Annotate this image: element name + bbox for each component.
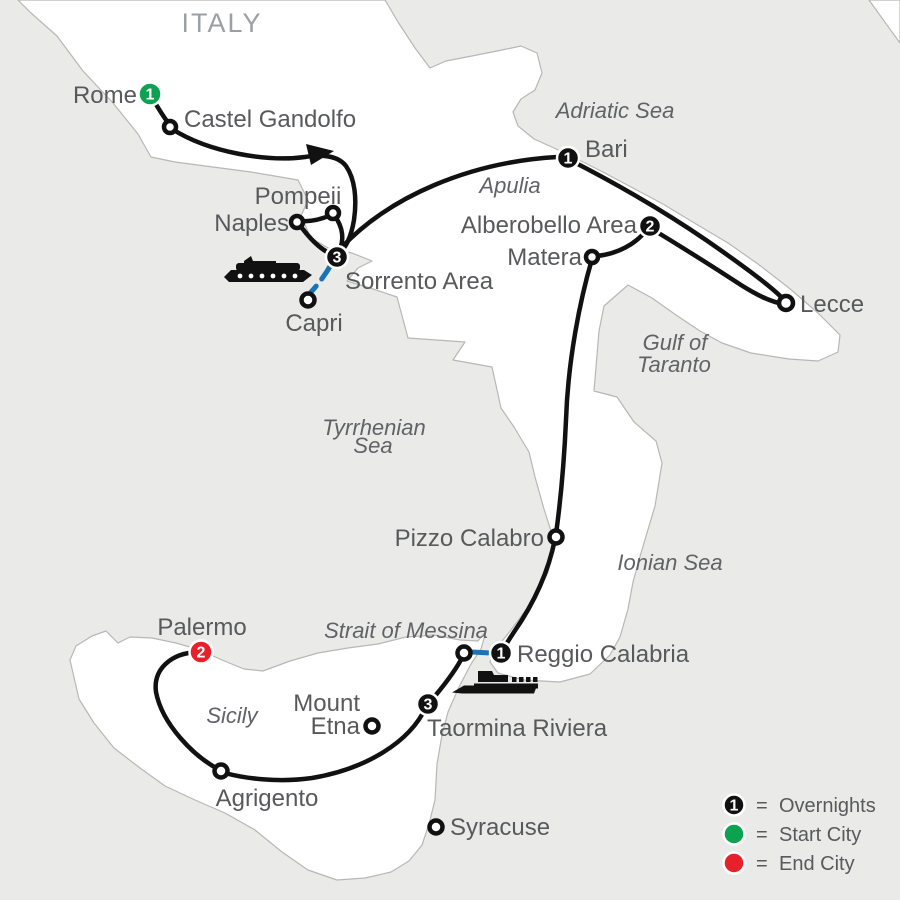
city-label-agrigento: Agrigento: [216, 785, 319, 812]
ferry-cabin: [478, 671, 508, 682]
region-label-apulia: Apulia: [477, 173, 540, 198]
city-label-reggio-calabria: Reggio Calabria: [517, 641, 690, 668]
stop-marker-lecce: [776, 293, 796, 313]
region-label-sicily: Sicily: [206, 703, 259, 728]
stop-marker-naples: [288, 213, 306, 231]
coastline-sicily: [69, 630, 487, 881]
svg-text:3: 3: [424, 697, 433, 714]
sea-label-tyrrhenian-line1: Tyrrhenian: [322, 415, 426, 440]
city-label-mount-etna-line1: Mount: [293, 690, 360, 717]
city-label-palermo: Palermo: [157, 614, 246, 641]
city-label-alberobello: Alberobello Area: [461, 212, 638, 239]
stop-marker-messina: [455, 644, 473, 662]
route-bari-lecce: [567, 157, 788, 304]
ferry-hull: [224, 270, 312, 282]
city-label-pompeii: Pompeii: [255, 183, 342, 210]
route-agrigento-palermo: [153, 649, 223, 773]
direction-arrow-icon: [306, 144, 334, 165]
city-label-sorrento: Sorrento Area: [345, 268, 494, 295]
legend-eq-overnights: =: [756, 795, 768, 817]
legend-row-end-city: = End City: [722, 851, 855, 875]
map-legend: 1 = Overnights = Start City = End City: [722, 793, 876, 875]
sea-label-tyrrhenian-line2: Sea: [353, 433, 392, 458]
overnight-marker-reggio: 1: [488, 640, 514, 666]
route-taormina-agrigento: [222, 704, 429, 783]
legend-row-overnights: 1 = Overnights: [722, 793, 876, 817]
legend-end-city-marker: [722, 851, 746, 875]
overnight-marker-sorrento: 3: [324, 244, 350, 270]
legend-label-overnights: Overnights: [779, 795, 876, 817]
city-label-naples: Naples: [214, 210, 289, 237]
stop-marker-matera: [583, 248, 601, 266]
start-marker-rome: 1: [137, 81, 163, 107]
stop-marker-castel-gandolfo: [161, 118, 179, 136]
legend-eq-start: =: [756, 824, 768, 846]
city-label-mount-etna-line2: Etna: [311, 713, 361, 740]
sea-label-adriatic: Adriatic Sea: [554, 98, 675, 123]
city-label-castel-gandolfo: Castel Gandolfo: [184, 106, 356, 133]
end-marker-palermo: 2: [188, 639, 214, 665]
route-sorrento-bari: [338, 154, 560, 251]
city-label-pizzo-calabro: Pizzo Calabro: [395, 525, 544, 552]
sea-label-ionian: Ionian Sea: [617, 550, 722, 575]
stop-marker-capri: [299, 291, 317, 309]
coastline-mainland-italy: [17, 0, 841, 683]
legend-eq-end: =: [756, 853, 768, 875]
stop-marker-pizzo-calabro: [547, 528, 565, 546]
stop-marker-pompeii: [324, 204, 342, 222]
ferry-hull: [452, 685, 537, 694]
city-label-taormina: Taormina Riviera: [427, 715, 608, 742]
legend-label-end-city: End City: [779, 853, 855, 875]
legend-row-start-city: = Start City: [722, 822, 861, 846]
overnight-marker-bari: 1: [555, 145, 581, 171]
city-label-matera: Matera: [507, 244, 582, 271]
legend-label-start-city: Start City: [779, 824, 861, 846]
svg-text:1: 1: [146, 87, 155, 104]
city-label-capri: Capri: [285, 310, 342, 337]
ferry-portholes: [237, 273, 298, 279]
city-label-rome: Rome: [73, 82, 137, 109]
sea-label-gulf-of-taranto-line1: Gulf of: [643, 330, 711, 355]
ferry-deck: [236, 263, 300, 271]
ferry-route-messina-reggio: [469, 649, 493, 656]
legend-overnight-marker: [722, 793, 746, 817]
svg-text:3: 3: [333, 250, 342, 267]
coastline-balkan-corner: [868, 0, 900, 44]
ferry-windows: [512, 677, 538, 682]
city-label-syracuse: Syracuse: [450, 814, 550, 841]
sea-label-strait-of-messina: Strait of Messina: [324, 618, 488, 643]
stop-marker-agrigento: [212, 762, 230, 780]
country-label-italy: ITALY: [181, 8, 262, 38]
sea-label-gulf-of-taranto-line2: Taranto: [637, 352, 711, 377]
overnight-marker-taormina: 3: [415, 691, 441, 717]
route-castel-gandolfo-sorrento: [169, 126, 358, 256]
ferry-mast: [244, 256, 276, 264]
stop-marker-syracuse: [427, 818, 445, 836]
ferry-icon-reggio: [452, 671, 538, 694]
city-label-lecce: Lecce: [800, 291, 864, 318]
stop-marker-mount-etna: [363, 717, 381, 735]
overnight-marker-alberobello: 2: [637, 213, 663, 239]
route-alberobello-lecce: [649, 226, 786, 307]
city-label-bari: Bari: [585, 136, 628, 163]
svg-text:2: 2: [197, 645, 206, 662]
legend-overnight-number: 1: [730, 798, 739, 815]
route-matera-pizzo: [553, 256, 595, 537]
svg-text:1: 1: [497, 646, 506, 663]
legend-start-city-marker: [722, 822, 746, 846]
svg-text:2: 2: [646, 219, 655, 236]
svg-text:1: 1: [564, 151, 573, 168]
ferry-icon-sorrento: [224, 256, 312, 282]
